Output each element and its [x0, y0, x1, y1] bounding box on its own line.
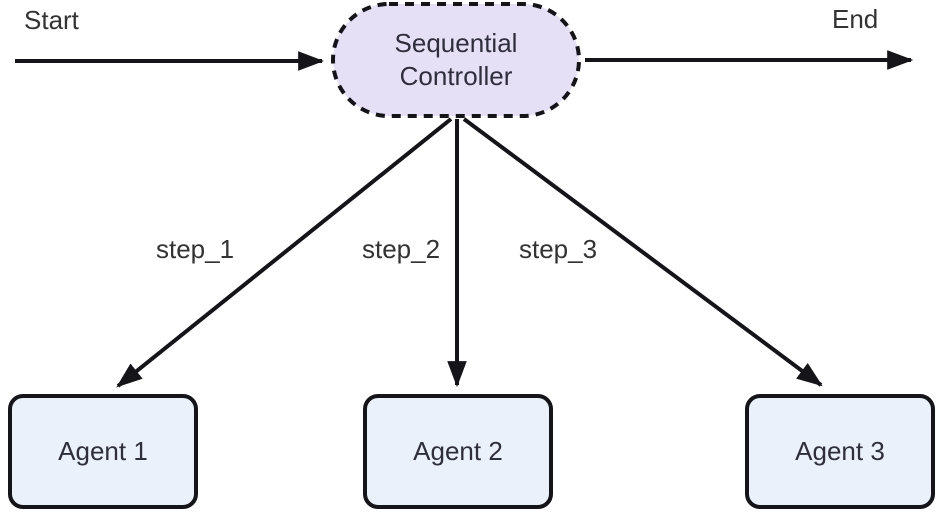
agent-1-node-shape: [8, 394, 198, 509]
agent-2-node-shape: [363, 394, 553, 509]
agent-3-node-shape: [745, 394, 935, 509]
edge-label-step-1: step_1: [156, 234, 235, 264]
edge-label-step-3: step_3: [519, 234, 598, 264]
agent-3-node-label: Agent 3: [795, 436, 885, 466]
edge-label-step-2: step_2: [362, 234, 441, 264]
end-label: End: [832, 4, 879, 34]
agent-2-node-label: Agent 2: [413, 436, 503, 466]
start-label: Start: [24, 5, 79, 35]
edge-step-1: [116, 117, 453, 388]
edge-step-3: [462, 117, 823, 387]
controller-node-label: Sequential Controller: [331, 2, 581, 118]
agent-1-node-label: Agent 1: [58, 436, 148, 466]
controller-label-line2: Controller: [399, 61, 513, 91]
controller-node-shape: [331, 2, 581, 118]
controller-label-line1: Sequential: [394, 28, 518, 58]
